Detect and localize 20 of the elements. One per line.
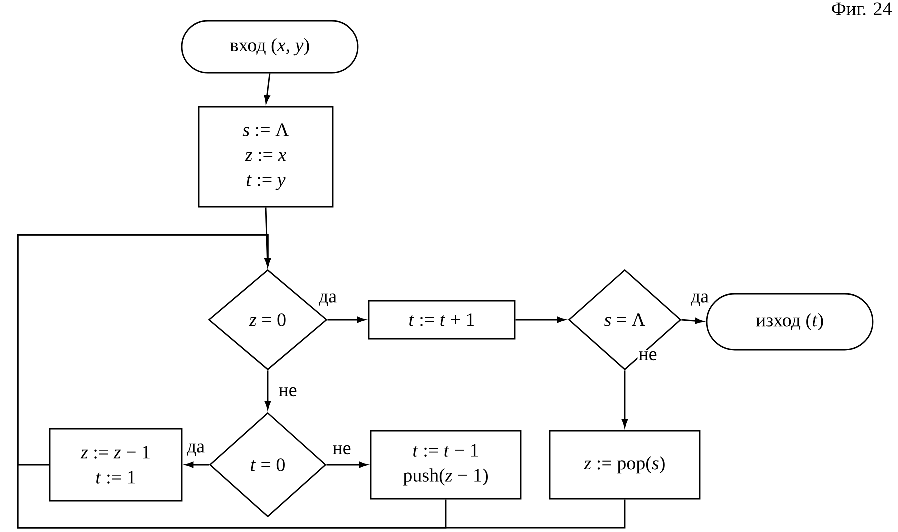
arrow (264, 370, 272, 410)
figure-number: Фиг. 24 (832, 2, 892, 16)
process-box: z := pop(s) (549, 430, 701, 500)
arrow (516, 316, 566, 324)
process-box: s := Λ z := x t := y (198, 106, 334, 208)
arrow (328, 316, 366, 324)
arrow (185, 462, 210, 468)
process-box: z := z − 1 t := 1 (49, 428, 183, 502)
terminal-box: вход (x, y) (181, 20, 359, 74)
arrow (682, 318, 704, 324)
arrow (264, 74, 271, 104)
process-box: t := t + 1 (368, 300, 516, 340)
arrow (17, 234, 626, 529)
arrow (326, 462, 368, 468)
edge-label: не (278, 386, 298, 398)
process-box: t := t − 1 push(z − 1) (370, 430, 522, 500)
edge-label: не (638, 350, 658, 362)
edge-label: не (332, 444, 352, 456)
edge-label: да (186, 442, 206, 458)
arrow (622, 370, 628, 428)
